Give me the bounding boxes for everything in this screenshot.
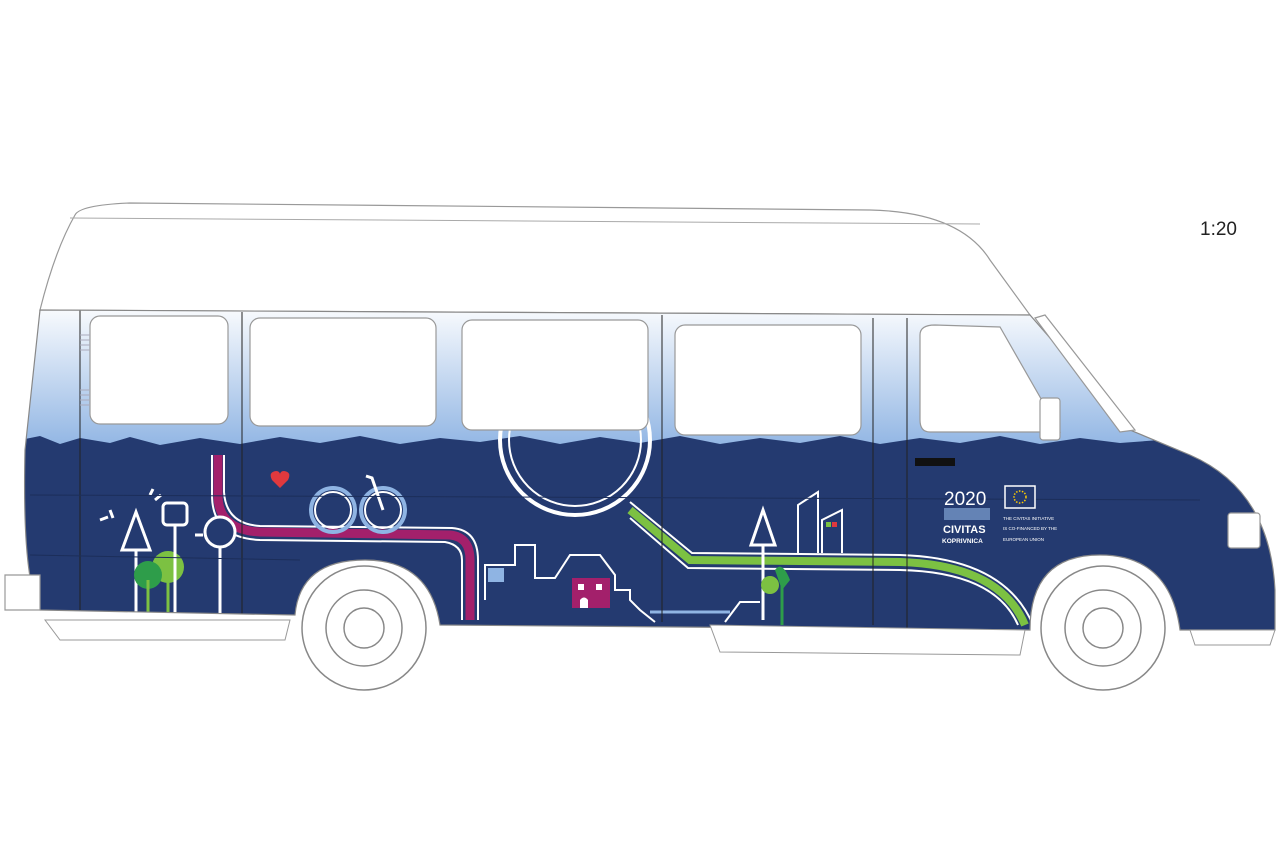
eu-text: THE CIVITAS INITIATIVE bbox=[1003, 516, 1054, 521]
logo-city: KOPRIVNICA bbox=[942, 538, 983, 545]
rear-bumper bbox=[4, 574, 41, 611]
wrap-blue bbox=[24, 436, 1276, 630]
bicycle-icon bbox=[309, 474, 407, 534]
logo-name: CIVITAS bbox=[943, 524, 986, 536]
window bbox=[89, 315, 229, 425]
van-roof bbox=[39, 202, 1032, 316]
headlight bbox=[1227, 512, 1261, 549]
front-wheel bbox=[1040, 565, 1166, 691]
windshield bbox=[1034, 314, 1137, 433]
eu-flag-icon bbox=[1004, 485, 1036, 509]
window bbox=[249, 317, 437, 427]
window bbox=[461, 319, 649, 431]
magenta-route bbox=[213, 455, 475, 620]
scale-label: 1:20 bbox=[1200, 219, 1237, 240]
eu-text: EUROPEAN UNION bbox=[1003, 537, 1044, 542]
logo-year: 2020 bbox=[944, 489, 986, 510]
skyline bbox=[484, 544, 656, 623]
green-route bbox=[627, 506, 1029, 627]
rear-wheel bbox=[301, 565, 427, 691]
eu-text: IS CO-FINANCED BY THE bbox=[1003, 526, 1057, 531]
civitas-logo: 2020 CIVITAS KOPRIVNICA THE CIVITAS INIT… bbox=[942, 485, 1057, 545]
window bbox=[674, 324, 862, 436]
mirror bbox=[1039, 397, 1061, 441]
heart-icon bbox=[270, 471, 290, 488]
tree-icon bbox=[119, 507, 153, 615]
house-icon bbox=[572, 578, 610, 608]
